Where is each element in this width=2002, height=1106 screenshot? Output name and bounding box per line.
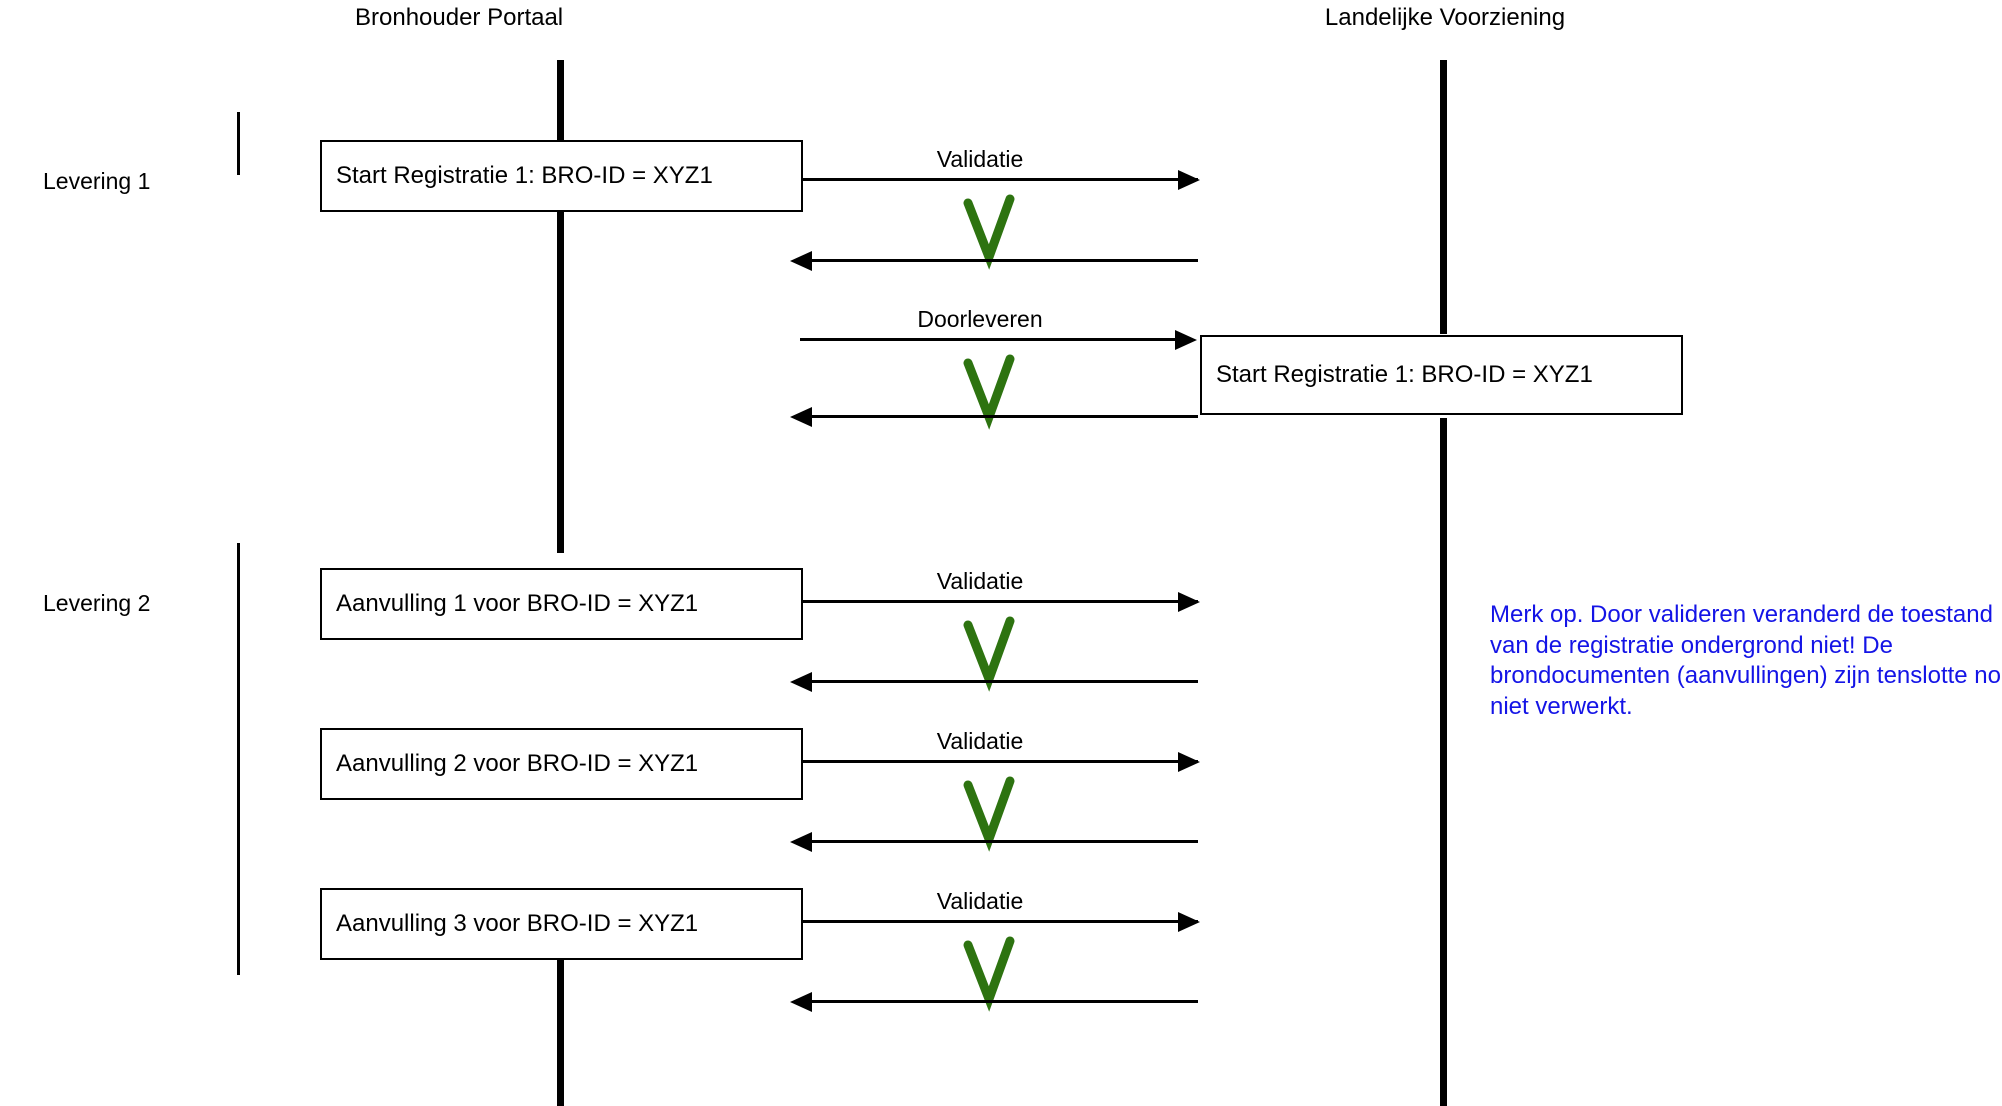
message-arrow-validatie-1[interactable] xyxy=(803,178,1198,181)
group-label-levering-1: Levering 1 xyxy=(43,168,151,194)
message-arrow-doorleveren[interactable] xyxy=(800,338,1183,341)
arrow-head-left-icon xyxy=(790,672,812,692)
group-label-levering-2: Levering 2 xyxy=(43,590,151,616)
message-label-validatie-2: Validatie xyxy=(936,568,1024,594)
message-arrow-validatie-4[interactable] xyxy=(803,920,1198,923)
message-arrow-return-4[interactable] xyxy=(812,840,1198,843)
arrow-head-right-icon xyxy=(1178,752,1200,772)
box-label: Start Registratie 1: BRO-ID = XYZ1 xyxy=(1216,361,1593,388)
box-label: Aanvulling 1 voor BRO-ID = XYZ1 xyxy=(336,590,699,617)
box-start-registratie-left[interactable]: Start Registratie 1: BRO-ID = XYZ1 xyxy=(320,140,803,212)
actor-header-landelijke-voorziening: Landelijke Voorziening xyxy=(1324,4,1566,31)
message-label-validatie-4: Validatie xyxy=(936,888,1024,914)
lifeline-bronhouder-segment-1 xyxy=(557,60,564,140)
message-arrow-return-1[interactable] xyxy=(812,259,1198,262)
actor-header-bronhouder-portaal: Bronhouder Portaal xyxy=(355,4,564,31)
message-arrow-return-2[interactable] xyxy=(812,415,1198,418)
arrow-head-right-icon xyxy=(1175,330,1197,350)
arrow-head-left-icon xyxy=(790,832,812,852)
validation-check-icon-3 xyxy=(963,616,1015,692)
message-arrow-return-3[interactable] xyxy=(812,680,1198,683)
message-arrow-validatie-2[interactable] xyxy=(803,600,1198,603)
message-label-validatie-3: Validatie xyxy=(936,728,1024,754)
validation-check-icon-4 xyxy=(963,776,1015,852)
box-label: Start Registratie 1: BRO-ID = XYZ1 xyxy=(336,162,713,189)
box-aanvulling-2[interactable]: Aanvulling 2 voor BRO-ID = XYZ1 xyxy=(320,728,803,800)
validation-check-icon-5 xyxy=(963,936,1015,1012)
message-label-doorleveren: Doorleveren xyxy=(917,306,1043,332)
validation-check-icon-1 xyxy=(963,194,1015,270)
arrow-head-left-icon xyxy=(790,407,812,427)
lifeline-landelijke-segment-2 xyxy=(1440,418,1447,1106)
arrow-head-left-icon xyxy=(790,992,812,1012)
message-label-validatie-1: Validatie xyxy=(936,146,1024,172)
arrow-head-right-icon xyxy=(1178,170,1200,190)
group-bracket-levering-2 xyxy=(237,543,240,975)
arrow-head-right-icon xyxy=(1178,912,1200,932)
message-arrow-return-5[interactable] xyxy=(812,1000,1198,1003)
arrow-head-right-icon xyxy=(1178,592,1200,612)
box-aanvulling-1[interactable]: Aanvulling 1 voor BRO-ID = XYZ1 xyxy=(320,568,803,640)
lifeline-bronhouder-segment-2 xyxy=(557,212,564,553)
box-label: Aanvulling 2 voor BRO-ID = XYZ1 xyxy=(336,750,699,777)
lifeline-landelijke-segment-1 xyxy=(1440,60,1447,334)
arrow-head-left-icon xyxy=(790,251,812,271)
box-start-registratie-right[interactable]: Start Registratie 1: BRO-ID = XYZ1 xyxy=(1200,335,1683,415)
message-arrow-validatie-3[interactable] xyxy=(803,760,1198,763)
box-label: Aanvulling 3 voor BRO-ID = XYZ1 xyxy=(336,910,699,937)
box-aanvulling-3[interactable]: Aanvulling 3 voor BRO-ID = XYZ1 xyxy=(320,888,803,960)
note-validatie: Merk op. Door valideren veranderd de toe… xyxy=(1490,601,2002,721)
group-bracket-levering-1 xyxy=(237,112,240,175)
lifeline-bronhouder-segment-3 xyxy=(557,955,564,1106)
